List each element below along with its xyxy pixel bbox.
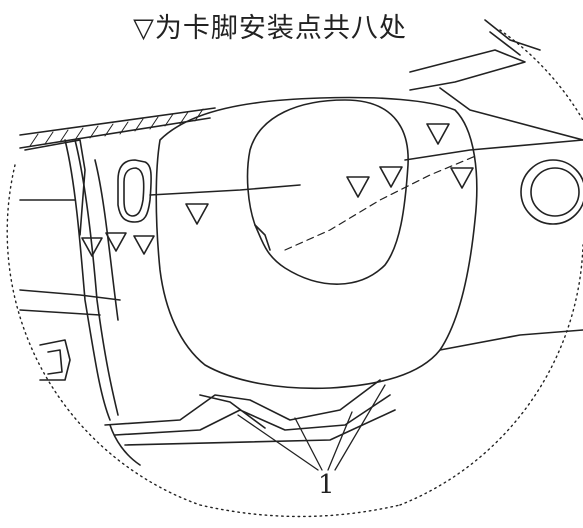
right-trim (439, 19, 583, 141)
callout-label: 1 (318, 470, 335, 500)
upper-trim-hatch (29, 108, 204, 147)
clip-marker (379, 166, 403, 188)
clip-marker (346, 176, 370, 198)
cover-outline (155, 96, 478, 390)
right-fitting (520, 159, 583, 225)
right-fitting-inner (530, 167, 580, 217)
hidden-line (284, 154, 479, 251)
clip-marker (426, 123, 450, 145)
left-bracket (39, 339, 71, 381)
left-pillar (64, 139, 119, 421)
detail-boundary (6, 29, 583, 518)
clip-marker (185, 203, 209, 225)
upper-trim (19, 49, 526, 149)
clip-marker (450, 167, 474, 189)
clip-markers (81, 123, 474, 257)
clip-marker (81, 237, 103, 257)
diagram-caption: ▽为卡脚安装点共八处 (133, 13, 407, 44)
clip-marker (133, 235, 155, 255)
lower-body (19, 289, 583, 351)
inner-notch (254, 224, 271, 251)
left-body (19, 139, 101, 316)
inner-opening (246, 99, 409, 285)
beltline (149, 139, 583, 196)
lower-bracket (104, 379, 396, 466)
clip-marker (105, 232, 127, 252)
leader-lines (237, 384, 386, 471)
vent (117, 159, 152, 223)
vent-inner (123, 167, 145, 217)
